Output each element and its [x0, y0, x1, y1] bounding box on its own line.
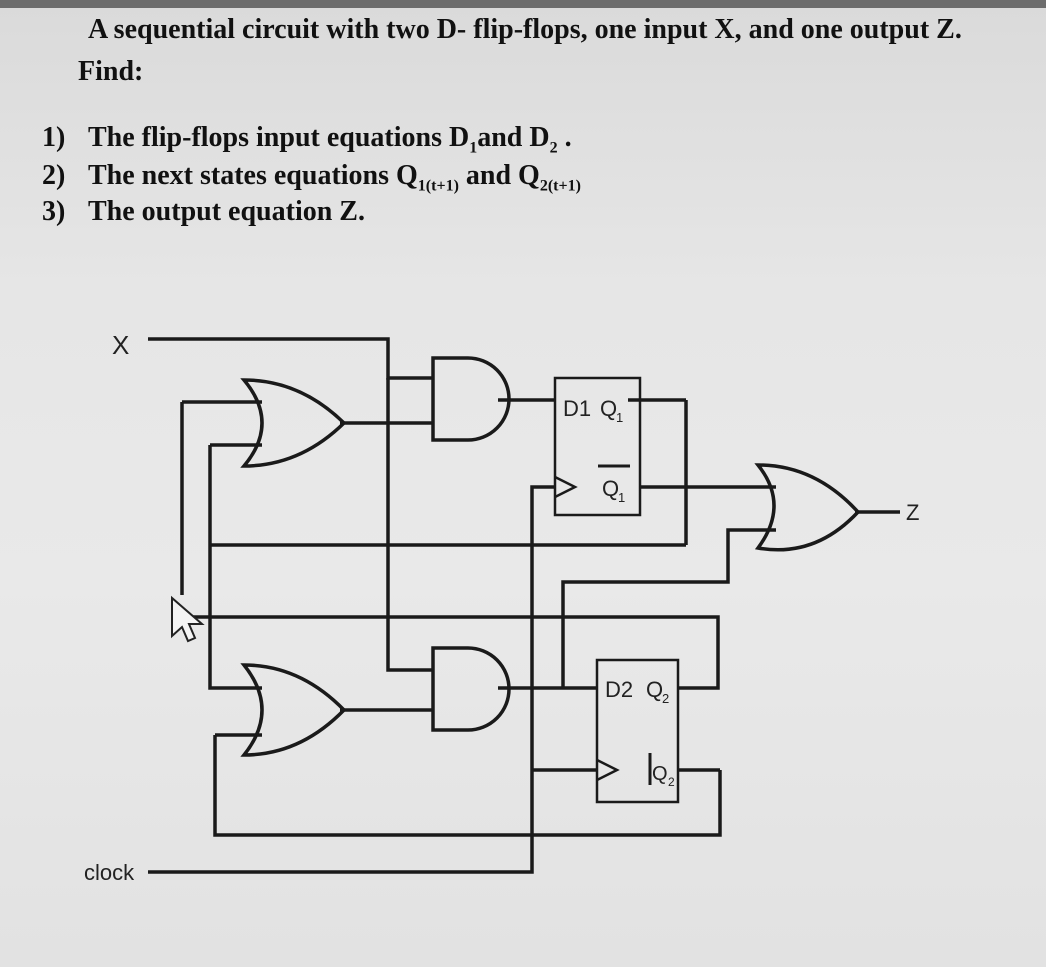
wire-q2-z [561, 528, 776, 688]
input-x-label: X [112, 330, 129, 360]
question-number: 1) [42, 122, 66, 153]
wire-or1-in-top [180, 400, 262, 595]
wire-or1-in-bottom [208, 443, 262, 545]
question-number: 2) [42, 160, 66, 191]
question-text: The next states equations Q [88, 160, 418, 191]
question-number: 3) [42, 196, 66, 227]
wire-x [148, 337, 433, 380]
question-text: . [557, 122, 572, 153]
question-text: and Q [458, 160, 540, 191]
ff1-qbar-label: Q [602, 476, 619, 501]
clock-label: clock [84, 860, 135, 885]
ff1-qbar-sub: 1 [618, 490, 625, 505]
clock-triangle-1 [554, 475, 578, 499]
ff2-d-label: D2 [605, 677, 633, 702]
or-gate-out [754, 463, 861, 552]
question-2: 2) The next states equations Q1(t+1) and … [42, 160, 581, 196]
question-sub: 1 [469, 139, 478, 157]
wire-bus-617 [182, 615, 720, 690]
ff1-q-label: Q [600, 396, 617, 421]
question-sub: 1(t+1) [417, 177, 459, 195]
wire-x-down [386, 378, 433, 672]
question-text: The output equation Z. [88, 196, 365, 227]
ff1-q-sub: 1 [616, 410, 623, 425]
wire-or2-in-bottom [213, 733, 722, 837]
problem-title: A sequential circuit with two D- flip-fl… [88, 14, 962, 45]
and-gate-1 [431, 356, 511, 442]
find-label: Find: [78, 56, 144, 87]
question-sub: 2(t+1) [539, 177, 581, 195]
output-z-label: Z [906, 500, 919, 525]
ff2-q-label: Q [646, 677, 663, 702]
flip-flop-1 [553, 376, 642, 517]
question-sub: 2 [549, 139, 558, 157]
question-text: The flip-flops input equations D [88, 122, 470, 153]
top-edge [0, 0, 1046, 8]
ff2-q-sub: 2 [662, 691, 669, 706]
or-gate-2 [240, 663, 347, 757]
wire-or2-in-top [208, 545, 262, 690]
flip-flop-2 [595, 658, 680, 804]
mouse-cursor-icon [171, 595, 205, 643]
wire-clock [148, 485, 555, 874]
and-gate-2 [431, 646, 511, 732]
or-gate-1 [240, 378, 347, 468]
ff1-d-label: D1 [563, 396, 591, 421]
clock-triangle-2 [596, 758, 620, 782]
question-text: and D [477, 122, 550, 153]
ff2-qbar-label: Q [652, 763, 668, 785]
question-1: 1) The flip-flops input equations D1and D… [42, 122, 572, 158]
ff2-qbar-sub: 2 [668, 775, 675, 789]
question-3: 3) The output equation Z. [42, 196, 365, 228]
